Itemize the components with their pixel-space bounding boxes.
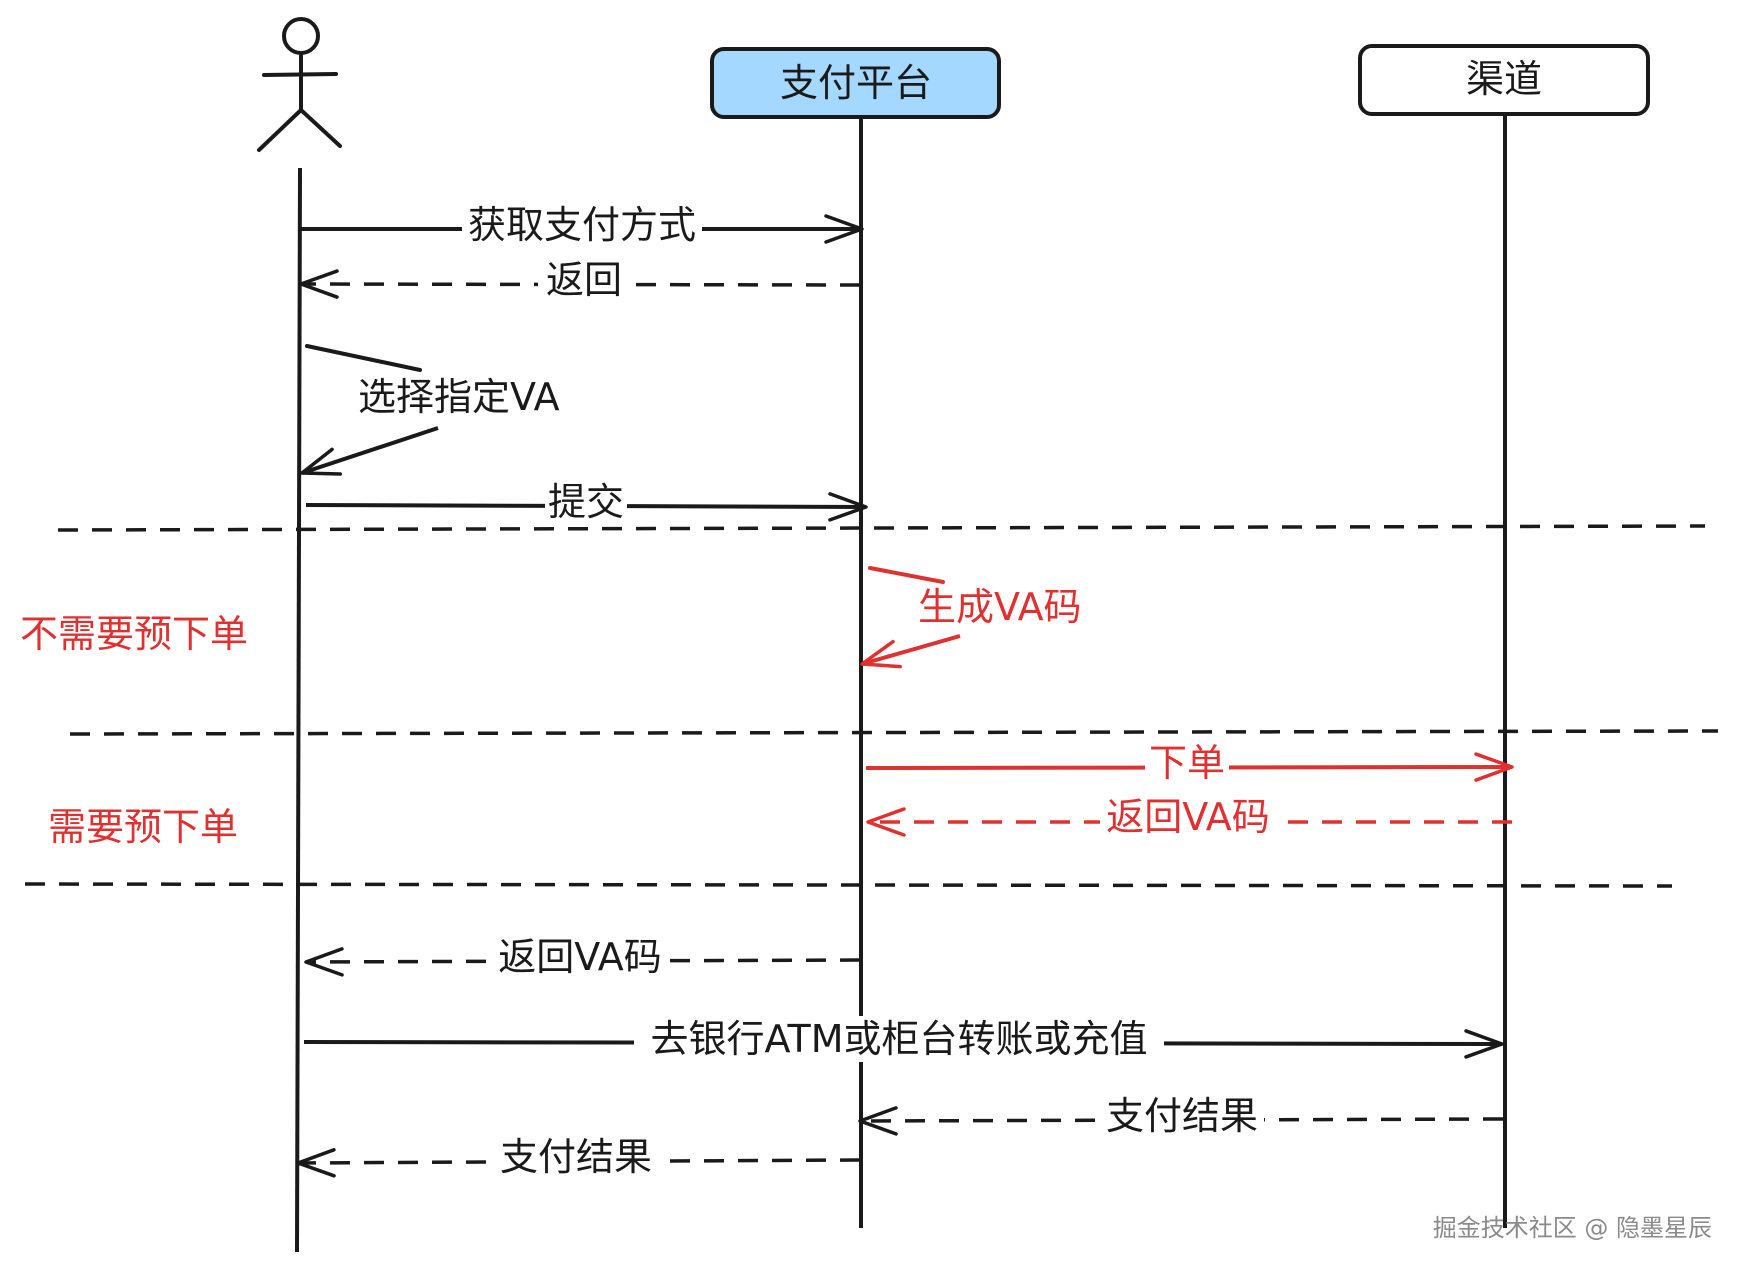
message-label: 提交 [548,480,624,524]
message-label: 返回VA码 [498,935,662,979]
message-select-va: 选择指定VA [300,344,560,476]
message-label: 获取支付方式 [468,203,696,247]
section-divider-bottom [24,882,1673,888]
section-label-preorder: 需要预下单 [48,805,238,849]
watermark: 掘金技术社区 @ 隐墨星辰 [1433,1214,1712,1242]
message-label: 下单 [1149,741,1225,785]
message-return: 返回 [299,258,861,305]
stick-figure-icon [257,17,342,152]
message-payment-result-channel: 支付结果 [858,1094,1504,1140]
participant-platform: 支付平台 [710,47,1001,119]
message-label: 支付结果 [500,1135,652,1179]
message-bank-transfer: 去银行ATM或柜台转账或充值 [303,1016,1504,1062]
message-get-payment-methods: 获取支付方式 [300,203,864,249]
message-label: 选择指定VA [358,375,560,419]
platform-box [710,47,1001,119]
section-divider-top [57,524,1706,532]
message-submit: 提交 [305,480,868,526]
message-label: 生成VA码 [918,585,1082,629]
message-label: 返回 [546,258,622,302]
message-generate-va-code: 生成VA码 [860,566,1082,669]
message-payment-result-user: 支付结果 [296,1135,861,1182]
participant-channel: 渠道 [1358,44,1650,116]
section-divider-middle [69,729,1719,736]
message-return-va-code-channel: 返回VA码 [866,795,1512,842]
message-label: 返回VA码 [1106,795,1270,839]
platform-label: 支付平台 [780,61,932,105]
message-label: 去银行ATM或柜台转账或充值 [650,1017,1147,1061]
message-place-order: 下单 [865,741,1514,788]
section-label-no-preorder: 不需要预下单 [20,612,248,656]
lifeline-user [295,167,302,1253]
channel-label: 渠道 [1466,57,1542,101]
channel-box [1358,44,1650,116]
message-return-va-code-user: 返回VA码 [304,935,861,982]
message-label: 支付结果 [1106,1094,1258,1138]
